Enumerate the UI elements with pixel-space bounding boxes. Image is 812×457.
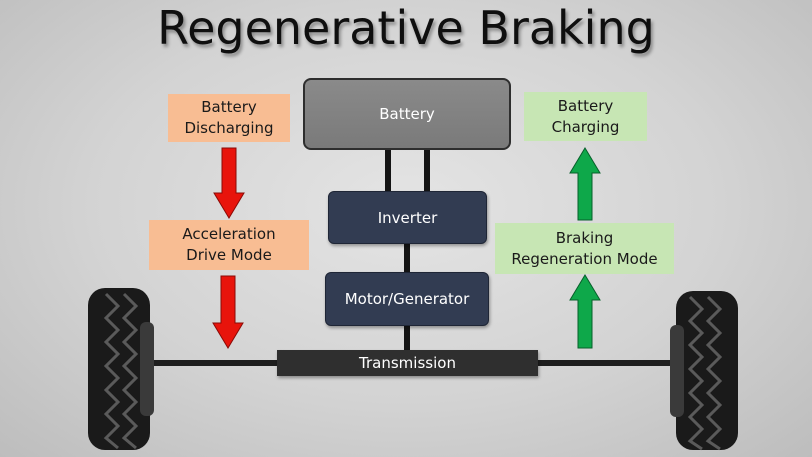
transmission-bar: Transmission xyxy=(277,350,538,376)
battery-charging-box: Battery Charging xyxy=(524,92,647,141)
battery-label: Battery xyxy=(379,105,435,123)
braking-regeneration-mode-box: Braking Regeneration Mode xyxy=(495,223,674,274)
motor-generator-label: Motor/Generator xyxy=(344,290,470,308)
battery-discharging-line1: Battery xyxy=(201,98,257,116)
left-tire-icon xyxy=(88,288,154,450)
transmission-label: Transmission xyxy=(359,354,456,372)
acceleration-line1: Acceleration xyxy=(182,225,276,243)
acceleration-line2: Drive Mode xyxy=(186,246,272,264)
inverter-box: Inverter xyxy=(328,191,487,244)
green-up-arrow-icon xyxy=(569,147,601,221)
motor-generator-box: Motor/Generator xyxy=(325,272,489,326)
battery-discharging-box: Battery Discharging xyxy=(168,94,290,142)
red-down-arrow-icon xyxy=(213,147,245,219)
red-down-arrow-icon xyxy=(212,275,244,349)
green-up-arrow-icon xyxy=(569,274,601,349)
battery-charging-line2: Charging xyxy=(551,117,620,136)
battery-charging-line1: Battery xyxy=(557,96,614,115)
acceleration-drive-mode-box: Acceleration Drive Mode xyxy=(149,220,309,270)
battery-discharging-line2: Discharging xyxy=(184,119,274,137)
braking-line1: Braking xyxy=(555,228,614,247)
slide-title: Regenerative Braking xyxy=(157,1,655,55)
braking-line2: Regeneration Mode xyxy=(511,249,658,268)
right-tire-icon xyxy=(670,291,738,451)
inverter-label: Inverter xyxy=(377,208,438,227)
battery-box: Battery xyxy=(303,78,511,150)
